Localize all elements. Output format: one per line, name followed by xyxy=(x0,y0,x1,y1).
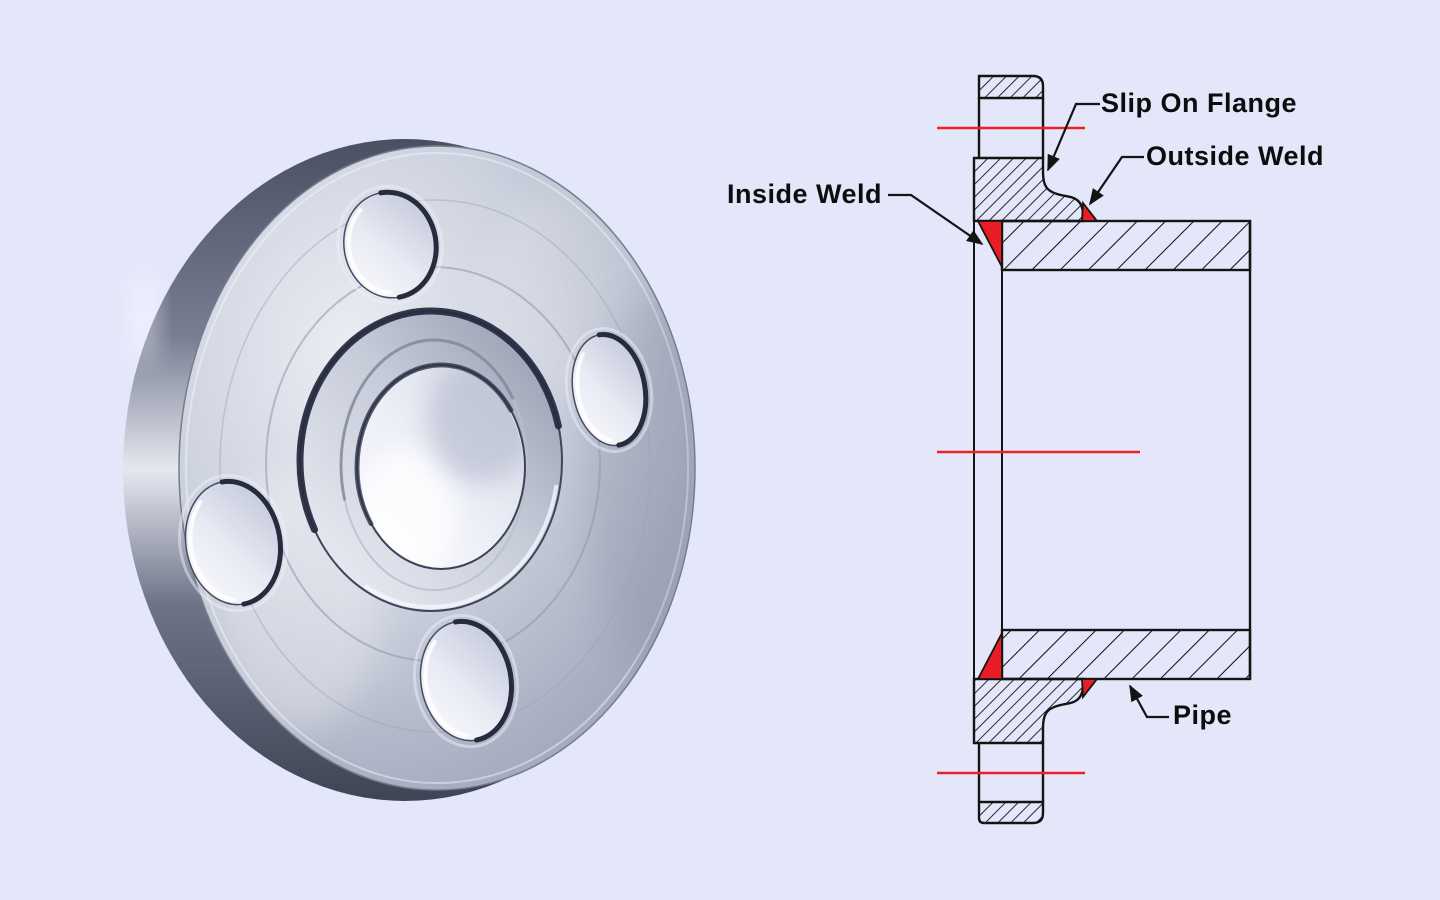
flange-hub-top-section xyxy=(972,156,1085,223)
slip-on-flange-leader xyxy=(1046,102,1100,172)
cross-section-drawing xyxy=(888,74,1252,825)
pipe-wall-bottom-section xyxy=(1000,628,1252,681)
outside-weld-top-bead xyxy=(1081,200,1099,222)
flange-photo xyxy=(123,139,696,801)
bolt-hole-right xyxy=(564,327,654,453)
outside-weld-bottom-bead xyxy=(1081,678,1099,700)
pipe-leader xyxy=(1129,684,1169,719)
slip-on-flange-label: Slip On Flange xyxy=(1101,88,1298,118)
outside-weld-label: Outside Weld xyxy=(1146,141,1325,171)
inside-weld-bottom-bead xyxy=(976,632,1003,680)
flange-rim-bottom-section xyxy=(977,800,1045,825)
inside-weld-label: Inside Weld xyxy=(727,179,883,209)
bolt-hole-top xyxy=(336,184,444,306)
flange-hub-bottom-section xyxy=(972,677,1085,745)
bolt-hole-bottom xyxy=(412,613,520,749)
edge-highlight xyxy=(132,270,156,366)
pipe-wall-top-section xyxy=(1000,219,1252,272)
inside-weld-leader xyxy=(888,193,984,245)
bolt-hole-left xyxy=(177,473,289,613)
flange-rim-top-section xyxy=(977,74,1045,100)
inside-weld-top-bead xyxy=(976,220,1003,268)
outside-weld-leader xyxy=(1089,155,1144,206)
bolt-circle-ring xyxy=(219,199,651,733)
pipe-label: Pipe xyxy=(1173,700,1233,730)
